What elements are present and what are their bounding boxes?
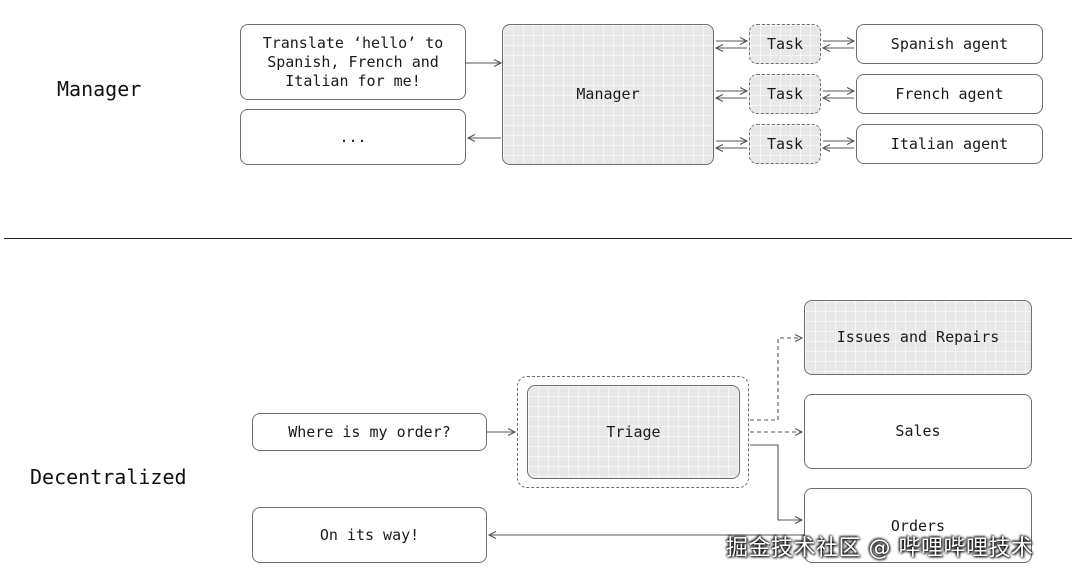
decentralized-section-title: Decentralized <box>30 465 187 489</box>
decentralized-user-input-box: Where is my order? <box>252 413 487 451</box>
arrow-triage-to-issues <box>750 338 802 421</box>
sales-node: Sales <box>804 394 1032 469</box>
manager-user-input-box: Translate ‘hello’ to Spanish, French and… <box>240 24 466 100</box>
triage-node: Triage <box>527 385 740 479</box>
manager-node: Manager <box>502 24 714 165</box>
task-node-2: Task <box>749 74 821 114</box>
task-node-1: Task <box>749 24 821 64</box>
triage-dashed-outline <box>517 376 749 488</box>
italian-agent-node: Italian agent <box>856 124 1043 164</box>
decentralized-response-box: On its way! <box>252 507 487 563</box>
task-node-3: Task <box>749 124 821 164</box>
manager-section-title: Manager <box>57 77 142 101</box>
french-agent-node: French agent <box>856 74 1043 114</box>
spanish-agent-node: Spanish agent <box>856 24 1043 64</box>
manager-output-box: ... <box>240 109 466 165</box>
arrow-triage-to-orders <box>750 444 802 520</box>
issues-and-repairs-node: Issues and Repairs <box>804 300 1032 375</box>
watermark: 掘金技术社区 @ 哔哩哔哩技术 <box>726 536 1034 561</box>
orders-node: Orders <box>804 488 1032 563</box>
section-divider <box>4 238 1072 240</box>
